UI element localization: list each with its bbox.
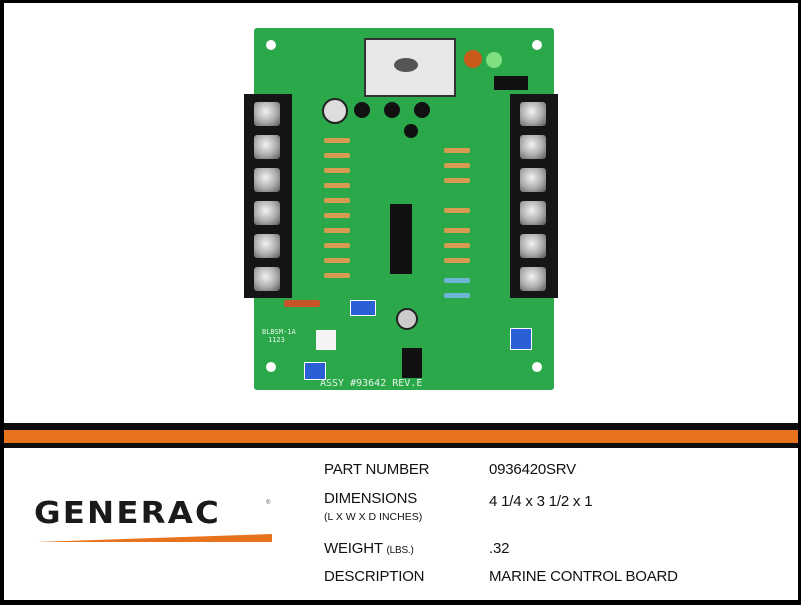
transistor	[354, 102, 370, 118]
resistor	[324, 153, 350, 158]
trimpot	[304, 362, 326, 380]
resistor	[444, 228, 470, 233]
resistor	[324, 168, 350, 173]
terminal-block-left	[244, 94, 292, 298]
board-label: 1123	[268, 336, 285, 344]
product-sheet: ASSY #93642 REV.E BLBSM-1A 1123 GENERAC …	[4, 3, 798, 600]
mounting-hole	[266, 362, 276, 372]
resistor	[324, 198, 350, 203]
relay-component	[364, 38, 456, 97]
resistor	[324, 213, 350, 218]
resistor	[324, 138, 350, 143]
resistor	[324, 228, 350, 233]
logo-wordmark: GENERAC	[34, 496, 221, 531]
transistor	[384, 102, 400, 118]
weight-unit: (LBS.)	[386, 545, 414, 556]
led	[486, 52, 502, 68]
resistor	[444, 243, 470, 248]
electrolytic-capacitor	[396, 308, 418, 330]
registered-mark: ®	[266, 500, 271, 506]
resistor	[444, 258, 470, 263]
electrolytic-capacitor	[322, 98, 348, 124]
resistor	[444, 208, 470, 213]
capacitor	[464, 50, 482, 68]
terminal-block-right	[510, 94, 558, 298]
part-number-label: PART NUMBER	[324, 461, 430, 478]
divider-orange	[4, 430, 798, 443]
resistor	[444, 148, 470, 153]
diode	[494, 76, 528, 90]
transistor	[404, 124, 418, 138]
transistor	[414, 102, 430, 118]
resistor	[444, 278, 470, 283]
connector	[316, 330, 336, 350]
ic-chip	[402, 348, 422, 378]
part-number-value: 0936420SRV	[489, 461, 576, 478]
generac-logo: GENERAC ®	[34, 496, 279, 544]
spec-panel: GENERAC ® PART NUMBER 0936420SRV DIMENSI…	[4, 448, 798, 600]
ic-chip	[390, 204, 412, 274]
divider-black	[4, 423, 798, 430]
circuit-board-image: ASSY #93642 REV.E BLBSM-1A 1123	[244, 28, 558, 390]
weight-value: .32	[489, 540, 510, 557]
board-label: BLBSM-1A	[262, 328, 296, 336]
dimensions-label: DIMENSIONS	[324, 490, 418, 507]
mounting-hole	[532, 40, 542, 50]
board-silkscreen: ASSY #93642 REV.E	[320, 378, 423, 389]
resistor	[324, 258, 350, 263]
mounting-hole	[266, 40, 276, 50]
capacitor-blue	[350, 300, 376, 316]
logo-swoosh-icon	[36, 532, 272, 542]
resistor	[324, 183, 350, 188]
mounting-hole	[532, 362, 542, 372]
resistor	[444, 163, 470, 168]
product-photo-area: ASSY #93642 REV.E BLBSM-1A 1123	[4, 3, 798, 423]
resistor	[444, 178, 470, 183]
description-value: MARINE CONTROL BOARD	[489, 568, 678, 585]
resistor	[324, 243, 350, 248]
dimensions-value: 4 1/4 x 3 1/2 x 1	[489, 493, 593, 510]
weight-label-text: WEIGHT	[324, 540, 383, 557]
resistor	[284, 300, 320, 307]
resistor	[444, 293, 470, 298]
trimpot	[510, 328, 532, 350]
description-label: DESCRIPTION	[324, 568, 425, 585]
dimensions-sublabel: (L X W X D INCHES)	[324, 511, 423, 523]
divider-black	[4, 443, 798, 448]
weight-label: WEIGHT (LBS.)	[324, 540, 414, 557]
resistor	[324, 273, 350, 278]
